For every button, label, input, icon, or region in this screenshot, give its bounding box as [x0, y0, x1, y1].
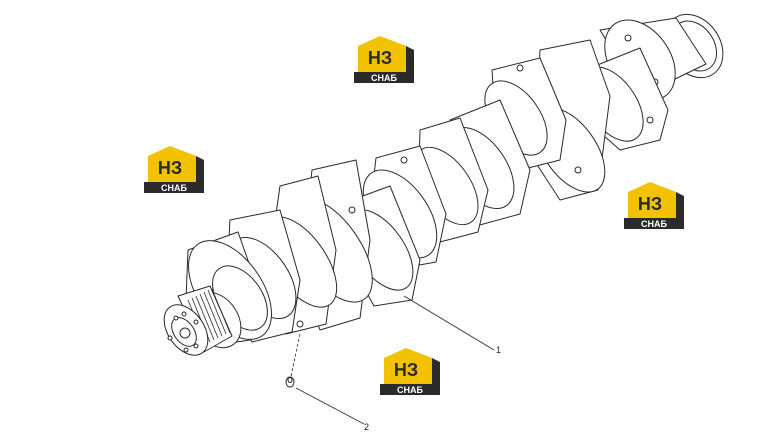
- watermark-logo-right: НЗ СНАБ: [620, 178, 686, 230]
- leader-lines: [290, 295, 495, 425]
- svg-text:НЗ: НЗ: [394, 360, 418, 380]
- svg-text:НЗ: НЗ: [638, 194, 662, 214]
- svg-text:СНАБ: СНАБ: [161, 183, 187, 193]
- svg-text:НЗ: НЗ: [368, 48, 392, 68]
- watermark-logo-bottom: НЗ СНАБ: [376, 344, 442, 396]
- svg-text:СНАБ: СНАБ: [371, 73, 397, 83]
- callout-2: 2: [364, 422, 370, 432]
- crank-webs: [225, 39, 669, 343]
- watermark-logo-top: НЗ СНАБ: [350, 32, 416, 84]
- plug-part: [285, 376, 295, 388]
- callout-2-leader: [295, 387, 365, 425]
- watermark-logo-left: НЗ СНАБ: [140, 142, 206, 194]
- svg-text:СНАБ: СНАБ: [641, 219, 667, 229]
- svg-text:НЗ: НЗ: [158, 158, 182, 178]
- svg-text:СНАБ: СНАБ: [397, 385, 423, 395]
- callout-1-leader: [403, 295, 495, 351]
- callout-1: 1: [496, 345, 502, 355]
- front-snout-gear: [163, 285, 242, 356]
- plug-axis-line: [290, 333, 301, 377]
